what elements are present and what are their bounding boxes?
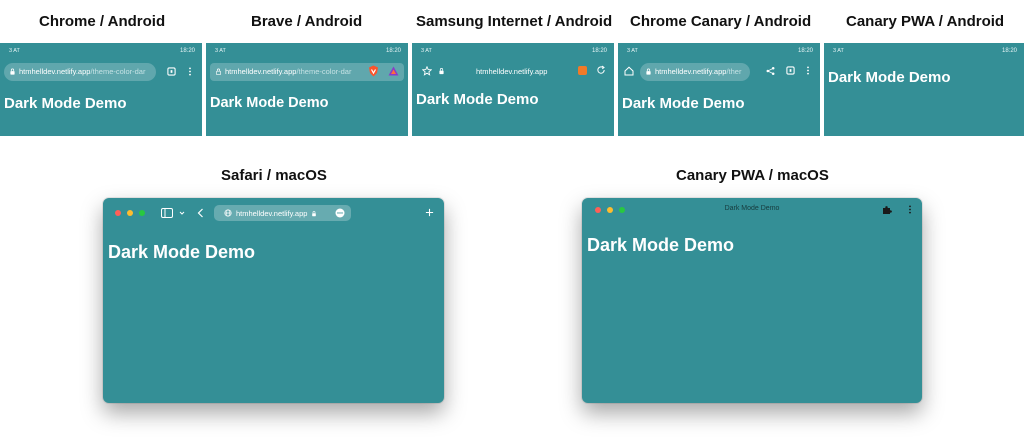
- lock-icon: [312, 210, 317, 216]
- label-brave-android: Brave / Android: [251, 13, 363, 30]
- bookmark-star-icon[interactable]: [422, 66, 432, 76]
- page-heading: Dark Mode Demo: [210, 95, 329, 111]
- lock-icon: [646, 68, 651, 75]
- status-time: 18:20: [797, 48, 813, 54]
- zoom-window-button[interactable]: [619, 207, 625, 213]
- lock-icon: [439, 68, 444, 75]
- extensions-puzzle-icon[interactable]: [882, 205, 892, 215]
- page-heading: Dark Mode Demo: [416, 91, 539, 108]
- zoom-window-button[interactable]: [139, 210, 145, 216]
- page-heading: Dark Mode Demo: [108, 242, 256, 262]
- chevron-down-icon[interactable]: [179, 210, 185, 216]
- menu-icon[interactable]: [188, 67, 192, 76]
- page-heading: Dark Mode Demo: [587, 235, 735, 255]
- status-time: 18:20: [385, 48, 401, 54]
- page-heading: Dark Mode Demo: [828, 69, 951, 86]
- url-path: /ther: [726, 67, 742, 76]
- address-bar[interactable]: htmhelldev.netlify.app/ther: [640, 62, 750, 81]
- reload-icon[interactable]: [596, 65, 606, 75]
- page-heading: Dark Mode Demo: [622, 95, 745, 112]
- signal-indicator: 3 AT: [833, 48, 844, 54]
- brave-android-screen: 3 AT 18:20 htmhelldev.netlify.app/theme-…: [206, 43, 408, 136]
- signal-indicator: 3 AT: [421, 48, 432, 54]
- status-bar: 3 AT 18:20: [824, 43, 1024, 59]
- url-bar: htmhelldev.netlify.app/theme-color-dar: [210, 61, 404, 82]
- safari-macos-window: htmhelldev.netlify.app Dark Mode Demo: [103, 198, 444, 403]
- signal-indicator: 3 AT: [215, 48, 226, 54]
- signal-indicator: 3 AT: [627, 48, 638, 54]
- url-path: /theme-color-dar: [90, 67, 146, 76]
- globe-icon: [224, 209, 232, 217]
- tabs-icon[interactable]: [167, 67, 176, 76]
- new-tab-icon[interactable]: [425, 208, 434, 217]
- address-bar[interactable]: htmhelldev.netlify.app: [214, 205, 351, 221]
- url-text: htmhelldev.netlify.app: [236, 208, 308, 218]
- menu-icon[interactable]: [806, 66, 810, 75]
- chrome-android-screen: 3 AT 18:20 htmhelldev.netlify.app/theme-…: [0, 43, 202, 136]
- sidebar-icon[interactable]: [161, 208, 173, 218]
- status-bar: 3 AT 18:20: [412, 43, 614, 59]
- status-bar: 3 AT 18:20: [0, 43, 202, 59]
- label-canary-pwa-android: Canary PWA / Android: [846, 13, 1005, 30]
- url-domain: htmhelldev.netlify.app: [225, 67, 297, 76]
- tabs-icon[interactable]: [786, 66, 795, 75]
- label-canary-android: Chrome Canary / Android: [630, 13, 812, 30]
- status-time: 18:20: [179, 48, 195, 54]
- address-bar[interactable]: htmhelldev.netlify.app/theme-color-dar: [4, 62, 156, 81]
- status-bar: 3 AT 18:20: [618, 43, 820, 59]
- label-chrome-android: Chrome / Android: [39, 13, 166, 30]
- url-bar: htmhelldev.netlify.app/theme-color-dar: [4, 61, 198, 82]
- brave-rewards-icon[interactable]: [388, 66, 399, 76]
- url-bar: htmhelldev.netlify.app/ther: [622, 61, 816, 82]
- url-bar: htmhelldev.netlify.app: [416, 61, 610, 82]
- window-title: Dark Mode Demo: [724, 205, 780, 212]
- lock-icon: [216, 68, 221, 75]
- signal-indicator: 3 AT: [9, 48, 20, 54]
- url-domain[interactable]: htmhelldev.netlify.app: [476, 67, 548, 76]
- samsung-android-screen: 3 AT 18:20 htmhelldev.netlify.app Dark M…: [412, 43, 614, 136]
- canary-pwa-android-screen: 3 AT 18:20 Dark Mode Demo: [824, 43, 1024, 136]
- label-safari-macos: Safari / macOS: [221, 167, 327, 184]
- label-canary-pwa-macos: Canary PWA / macOS: [676, 167, 829, 184]
- lock-icon: [10, 68, 15, 75]
- address-bar[interactable]: htmhelldev.netlify.app/theme-color-dar: [210, 62, 404, 81]
- status-time: 18:20: [591, 48, 607, 54]
- more-icon[interactable]: [335, 208, 345, 218]
- brave-shield-icon[interactable]: [368, 65, 379, 77]
- status-time: 18:20: [1001, 48, 1017, 54]
- minimize-window-button[interactable]: [127, 210, 133, 216]
- close-window-button[interactable]: [115, 210, 121, 216]
- label-samsung-android: Samsung Internet / Android: [416, 13, 613, 30]
- share-icon[interactable]: [766, 66, 775, 76]
- status-bar: 3 AT 18:20: [206, 43, 408, 59]
- home-icon[interactable]: [624, 66, 634, 76]
- url-path: /theme-color-dar: [296, 67, 352, 76]
- close-window-button[interactable]: [595, 207, 601, 213]
- page-heading: Dark Mode Demo: [4, 95, 127, 112]
- canary-android-screen: 3 AT 18:20 htmhelldev.netlify.app/ther D…: [618, 43, 820, 136]
- url-domain: htmhelldev.netlify.app: [19, 67, 91, 76]
- canary-pwa-macos-window: Dark Mode Demo Dark Mode Demo: [582, 198, 922, 403]
- extension-icon[interactable]: [578, 66, 587, 75]
- minimize-window-button[interactable]: [607, 207, 613, 213]
- url-domain: htmhelldev.netlify.app: [655, 67, 727, 76]
- menu-icon[interactable]: [908, 205, 912, 214]
- back-icon[interactable]: [197, 208, 204, 218]
